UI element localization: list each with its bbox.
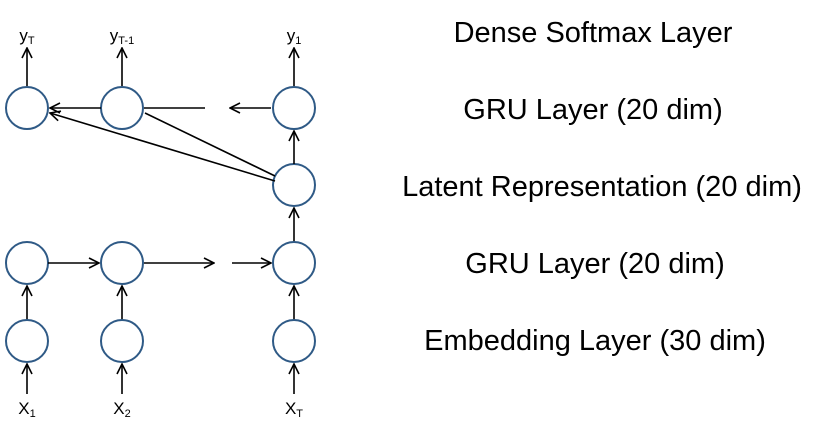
embedding-node-2 xyxy=(100,319,144,363)
input-label-x1: X1 xyxy=(18,399,35,420)
input-label-xT: XT xyxy=(285,399,303,420)
output-label-yT-1: yT-1 xyxy=(110,26,134,47)
output-label-y1: y1 xyxy=(287,26,302,47)
decoder-gru-node-T xyxy=(5,86,49,130)
rnn-autoencoder-diagram: yT yT-1 y1 X1 X2 XT xyxy=(5,26,316,420)
layer-label-gru-decoder: GRU Layer (20 dim) xyxy=(463,94,723,126)
latent-skip-line-T-1 xyxy=(144,112,276,177)
input-label-x2: X2 xyxy=(113,399,130,420)
layer-label-gru-encoder: GRU Layer (20 dim) xyxy=(465,248,725,280)
layer-label-softmax: Dense Softmax Layer xyxy=(453,17,733,49)
embedding-node-1 xyxy=(5,319,49,363)
decoder-gru-node-T-1 xyxy=(100,86,144,130)
embedding-node-T xyxy=(272,319,316,363)
latent-skip-arrow-T xyxy=(50,113,276,182)
decoder-gru-node-1 xyxy=(272,86,316,130)
layer-label-latent: Latent Representation (20 dim) xyxy=(402,171,802,203)
layer-label-embedding: Embedding Layer (30 dim) xyxy=(424,325,766,357)
encoder-gru-node-1 xyxy=(5,241,49,285)
latent-representation-node xyxy=(272,163,316,207)
output-label-yT: yT xyxy=(19,26,35,47)
encoder-gru-node-2 xyxy=(100,241,144,285)
encoder-gru-node-T xyxy=(272,241,316,285)
